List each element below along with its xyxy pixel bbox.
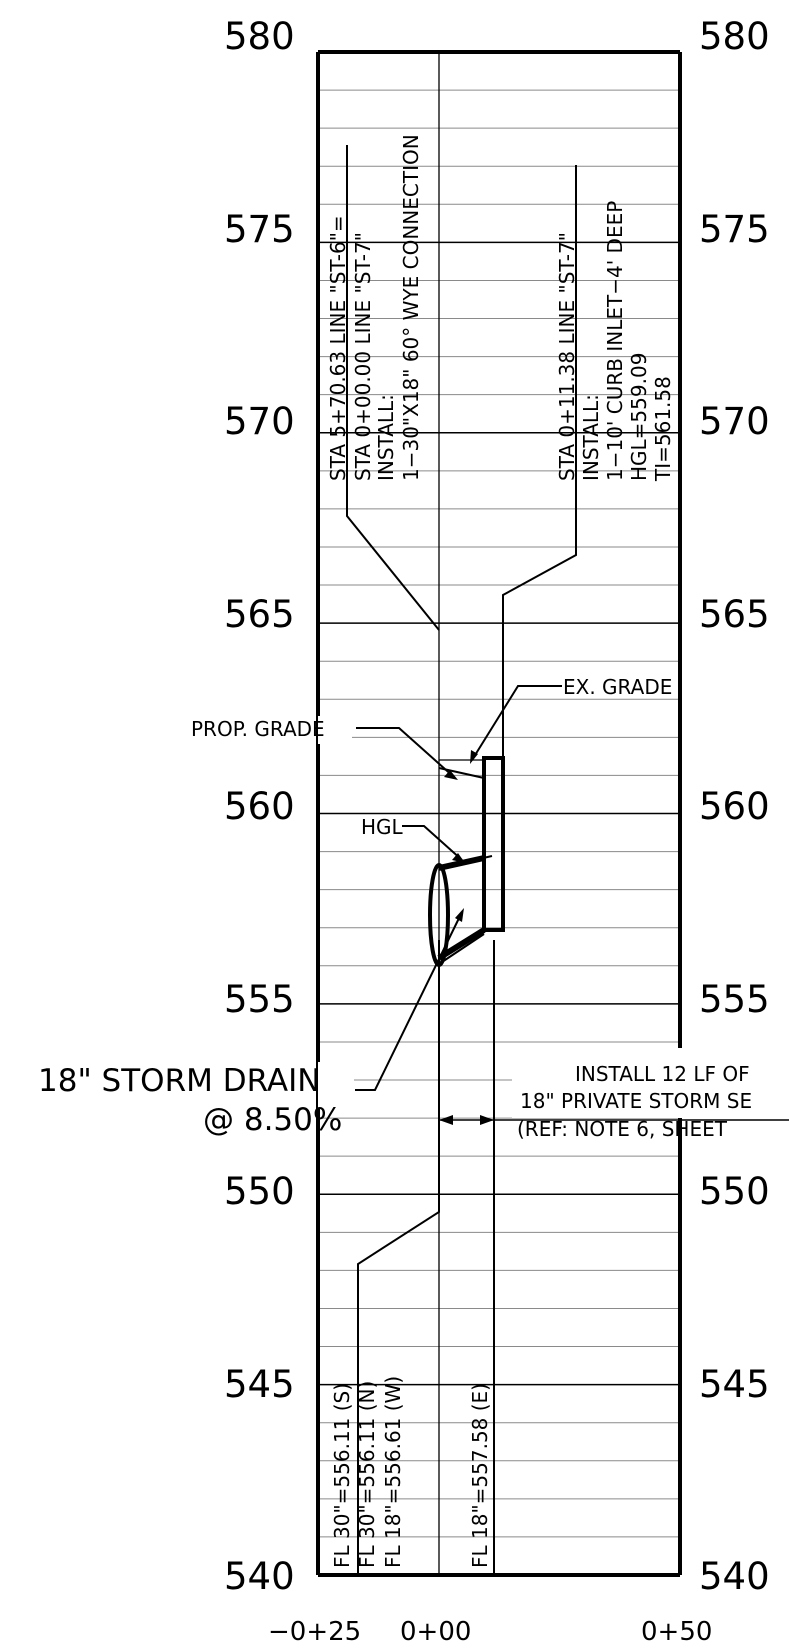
elevation-label: 550 (699, 1170, 770, 1213)
flowline-left-leader (357, 940, 440, 1575)
hgl-line (438, 855, 493, 869)
flowline-note: FL 18"=556.61 (W) (381, 1376, 405, 1568)
structure-note-line: INSTALL: (374, 394, 398, 481)
elevation-label: 575 (224, 208, 295, 251)
pipe-label-line-1: 18" STORM DRAIN (38, 1063, 320, 1099)
elevation-label: 550 (224, 1170, 295, 1213)
pipe-label-line-2: @ 8.50% (203, 1102, 342, 1138)
elevation-label: 540 (699, 1555, 770, 1598)
structure-note-line: STA 0+11.38 LINE "ST-7" (555, 232, 579, 481)
elevation-label: 555 (224, 978, 295, 1021)
flowline-note: FL 30"=556.11 (S) (330, 1383, 354, 1568)
pipe-label-mask (318, 1062, 354, 1108)
structure-note-2: STA 0+11.38 LINE "ST-7" INSTALL: 1−10' C… (555, 201, 675, 482)
elevation-label: 545 (224, 1363, 295, 1406)
install-note-line-1: INSTALL 12 LF OF (575, 1062, 750, 1086)
elevation-label: 560 (699, 785, 770, 828)
elevation-label: 545 (699, 1363, 770, 1406)
station-labels: −0+25 0+00 0+50 (268, 1617, 712, 1647)
structure-note-line: INSTALL: (579, 394, 603, 481)
elevation-label: 580 (699, 15, 770, 58)
hgl-leader (402, 825, 463, 861)
structure-note-line: 1−30"X18" 60° WYE CONNECTION (399, 134, 423, 481)
elevation-label: 580 (224, 15, 295, 58)
prop-grade-leader (356, 727, 456, 779)
install-note-line-2: 18" PRIVATE STORM SE (520, 1089, 752, 1113)
structure-note-line: 1−10' CURB INLET−4' DEEP (603, 201, 627, 481)
hgl-label: HGL (361, 815, 404, 839)
structure-note-2-leader (502, 165, 577, 758)
structure-note-line: TI=561.58 (651, 376, 675, 482)
elevation-label: 555 (699, 978, 770, 1021)
structure-note-line: STA 5+70.63 LINE "ST-6"= (326, 215, 350, 481)
install-note-line-3: (REF: NOTE 6, SHEET (517, 1117, 728, 1141)
station-label: 0+00 (400, 1617, 471, 1647)
station-label: 0+50 (641, 1617, 712, 1647)
pipe-invert (437, 927, 486, 961)
structure-note-line: HGL=559.09 (627, 353, 651, 481)
prop-grade-label: PROP. GRADE (191, 717, 325, 741)
install-dimension-arrow-right (480, 1115, 494, 1125)
install-note-mask (512, 1050, 789, 1118)
ex-grade-label: EX. GRADE (563, 675, 672, 699)
structure-note-1: STA 5+70.63 LINE "ST-6"= STA 0+00.00 LIN… (326, 134, 423, 481)
elevation-label: 575 (699, 208, 770, 251)
elevation-label: 560 (224, 785, 295, 828)
elevation-label: 565 (699, 593, 770, 636)
elevation-label: 540 (224, 1555, 295, 1598)
pipe-label-arrowhead (455, 908, 464, 922)
elevation-label: 570 (699, 400, 770, 443)
curb-inlet-structure (482, 756, 505, 932)
flowline-notes-left: FL 30"=556.11 (S) FL 30"=556.11 (N) FL 1… (330, 1376, 405, 1568)
station-label: −0+25 (268, 1617, 361, 1647)
ex-grade-leader (471, 685, 562, 761)
elevation-label: 565 (224, 593, 295, 636)
pipe-invert-lower (438, 933, 485, 965)
ex-grade-arrowhead (470, 750, 478, 764)
elevation-labels-right: 580 575 570 565 560 555 550 545 540 (699, 15, 770, 1598)
structure-note-line: STA 0+00.00 LINE "ST-7" (351, 232, 375, 481)
profile-grid (318, 89, 680, 1538)
prop-grade-mask (318, 716, 352, 744)
prop-grade-arrowhead (444, 770, 458, 780)
hgl-arrowhead (452, 853, 465, 863)
elevation-label: 570 (224, 400, 295, 443)
flowline-note-right: FL 18"=557.58 (E) (468, 1383, 492, 1568)
flowline-note: FL 30"=556.11 (N) (355, 1381, 379, 1568)
elevation-labels-left: 580 575 570 565 560 555 550 545 540 (224, 15, 295, 1598)
install-dimension-arrow-left (439, 1115, 453, 1125)
pipe-label-leader (355, 911, 463, 1091)
